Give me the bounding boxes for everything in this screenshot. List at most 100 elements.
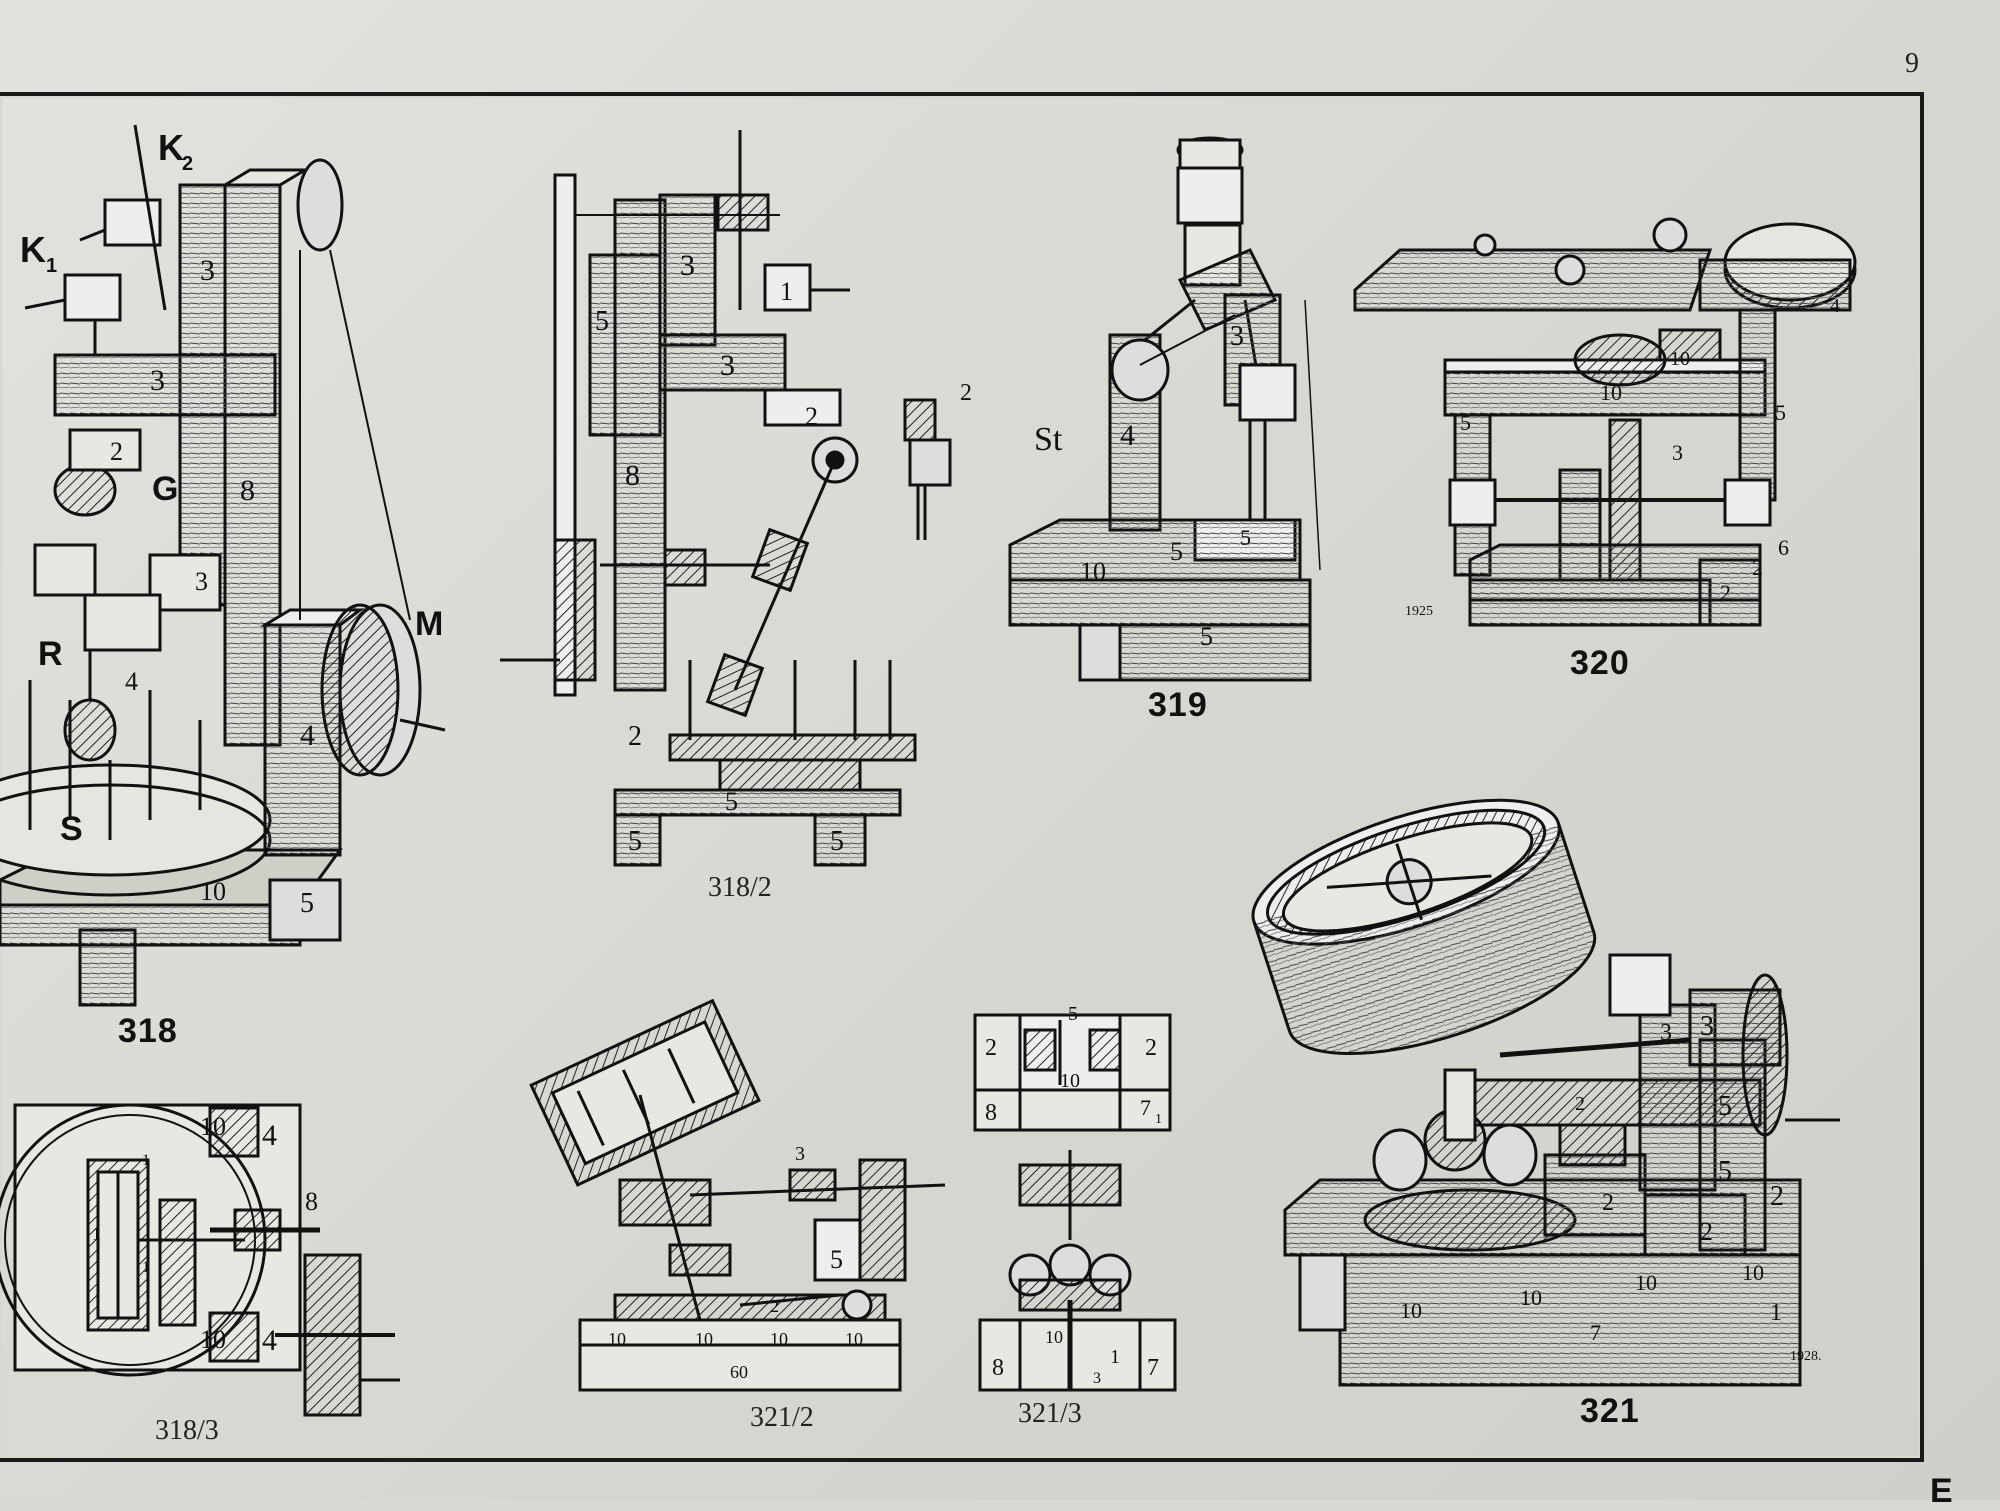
label-S: S bbox=[60, 810, 83, 848]
label-318-4a: 4 bbox=[125, 667, 138, 696]
figure-318-2-drawing bbox=[500, 130, 952, 867]
label-321-10a: 10 bbox=[1400, 1298, 1422, 1323]
label-318-3b: 3 bbox=[150, 364, 165, 397]
label-321-5b: 5 bbox=[1718, 1156, 1732, 1187]
label-321-2-2: 2 bbox=[770, 1296, 779, 1316]
label-321-3-7b: 7 bbox=[1147, 1355, 1159, 1381]
label-321-2-60: 60 bbox=[730, 1362, 748, 1382]
label-320-5a: 5 bbox=[1460, 410, 1471, 435]
label-321-3-7a: 7 bbox=[1140, 1095, 1151, 1120]
figure-321-3-part-labels: 5 2 2 10 8 7 1 8 10 1 3 7 bbox=[985, 1003, 1162, 1387]
figure-318-2-part-labels: 3 1 5 3 2 2 8 2 5 5 5 bbox=[595, 249, 972, 857]
label-318-3-10b: 10 bbox=[200, 1325, 226, 1354]
label-321-10c: 10 bbox=[1635, 1270, 1657, 1295]
label-318-2-8: 8 bbox=[625, 459, 640, 492]
label-319-3: 3 bbox=[1230, 321, 1244, 352]
label-318-3a: 3 bbox=[200, 254, 215, 287]
label-318-2-3a: 3 bbox=[680, 249, 695, 282]
label-319-5b: 5 bbox=[1200, 622, 1213, 651]
label-318-2-5d: 5 bbox=[830, 826, 844, 857]
label-318-3-4b: 4 bbox=[262, 1324, 277, 1357]
figure-318-2-caption: 318/2 bbox=[708, 872, 772, 903]
figure-321-3-caption: 321/3 bbox=[1018, 1398, 1082, 1429]
label-321-3-7a-sub: 1 bbox=[1155, 1112, 1162, 1127]
label-321-2-10b: 10 bbox=[695, 1329, 713, 1349]
label-318-2-5c: 5 bbox=[628, 826, 642, 857]
label-318-3-4a: 4 bbox=[262, 1119, 277, 1152]
label-318-2-2a: 2 bbox=[805, 402, 818, 431]
figure-319-part-labels: St 4 3 5 10 5 5 bbox=[1034, 321, 1251, 651]
label-K1-sub: 1 bbox=[46, 255, 57, 277]
label-321-2d: 2 bbox=[1575, 1093, 1585, 1115]
label-321-3-2a: 2 bbox=[985, 1035, 997, 1061]
label-R: R bbox=[38, 635, 63, 673]
label-318-4b: 4 bbox=[300, 719, 315, 752]
label-321-3-8b: 8 bbox=[992, 1355, 1004, 1381]
label-321-2-10a: 10 bbox=[608, 1329, 626, 1349]
label-318-3-1b: 1 bbox=[92, 1224, 101, 1244]
label-321-3-8a: 8 bbox=[985, 1100, 997, 1126]
label-318-3c: 3 bbox=[195, 567, 208, 596]
label-321-year: 1928. bbox=[1790, 1349, 1822, 1364]
label-318-2-1: 1 bbox=[780, 277, 793, 306]
figure-318-drawing bbox=[0, 124, 446, 1007]
label-319-4: 4 bbox=[1120, 419, 1135, 452]
label-319-5a: 5 bbox=[1170, 537, 1183, 566]
label-320-10b: 10 bbox=[1670, 348, 1690, 370]
label-320-2b: 2 bbox=[1720, 580, 1731, 605]
label-321-2b: 2 bbox=[1700, 1217, 1713, 1246]
figure-321-drawing bbox=[1251, 798, 1840, 1387]
label-321-2c: 2 bbox=[1602, 1190, 1614, 1216]
label-321-3-2b: 2 bbox=[1145, 1035, 1157, 1061]
figure-321-part-labels: 3 3 5 5 2 2 2 2 10 10 10 10 1 7 1928. bbox=[1400, 1011, 1822, 1364]
label-319-5c: 5 bbox=[1240, 525, 1251, 550]
label-318-2-3b: 3 bbox=[720, 349, 735, 382]
figure-321-2-part-labels: 3 5 10 10 10 10 2 60 bbox=[608, 1143, 863, 1382]
label-318-2-2c: 2 bbox=[628, 721, 642, 752]
label-St: St bbox=[1034, 421, 1063, 458]
label-318-3-10a: 10 bbox=[200, 1112, 226, 1141]
label-320-3: 3 bbox=[1672, 440, 1683, 465]
figure-321-2-caption: 321/2 bbox=[750, 1402, 814, 1433]
label-320-year: 1925 bbox=[1405, 604, 1433, 619]
label-321-2-3: 3 bbox=[795, 1143, 805, 1165]
label-321-3-10a: 10 bbox=[1060, 1070, 1080, 1092]
figure-319-drawing bbox=[1008, 136, 1321, 682]
label-G: G bbox=[152, 470, 178, 508]
label-321-3-3: 3 bbox=[1093, 1370, 1101, 1387]
label-318-3-1a: 1 bbox=[142, 1152, 150, 1169]
label-321-7: 7 bbox=[1590, 1320, 1601, 1345]
label-320-2a: 2 bbox=[1752, 555, 1763, 580]
label-320-5b: 5 bbox=[1775, 400, 1786, 425]
label-321-3-5: 5 bbox=[1068, 1003, 1078, 1025]
label-318-2-2b: 2 bbox=[960, 380, 972, 406]
label-318-2-5a: 5 bbox=[595, 306, 609, 337]
label-321-10b: 10 bbox=[1520, 1285, 1542, 1310]
label-320-6: 6 bbox=[1778, 535, 1789, 560]
figure-319-caption: 319 bbox=[1148, 686, 1208, 724]
label-320-4: 4 bbox=[1830, 295, 1840, 317]
figure-318-3-drawing bbox=[0, 1103, 400, 1417]
label-321-2a: 2 bbox=[1770, 1181, 1784, 1212]
label-321-5a: 5 bbox=[1718, 1091, 1732, 1122]
page-number: 9 bbox=[1905, 48, 1919, 79]
label-K2-sub: 2 bbox=[182, 153, 193, 175]
label-K1: K bbox=[20, 229, 46, 270]
label-319-10: 10 bbox=[1080, 557, 1106, 586]
illustration-frame bbox=[0, 92, 1924, 1462]
label-320-10a: 10 bbox=[1600, 380, 1622, 405]
label-318-10: 10 bbox=[200, 877, 226, 906]
label-321-3b: 3 bbox=[1700, 1011, 1714, 1042]
label-318-5: 5 bbox=[300, 888, 314, 919]
label-321-10d: 10 bbox=[1742, 1260, 1764, 1285]
label-321-3-1: 1 bbox=[1110, 1346, 1120, 1368]
label-321-3-10b: 10 bbox=[1045, 1327, 1063, 1347]
label-318-3-8: 8 bbox=[305, 1187, 318, 1216]
figure-318-3-part-labels: 10 4 8 10 4 1 1 1 bbox=[92, 1112, 318, 1357]
label-321-2-10d: 10 bbox=[845, 1329, 863, 1349]
label-318-2-5b: 5 bbox=[725, 787, 738, 816]
figure-320-drawing bbox=[1353, 217, 1857, 627]
label-M: M bbox=[415, 605, 443, 643]
